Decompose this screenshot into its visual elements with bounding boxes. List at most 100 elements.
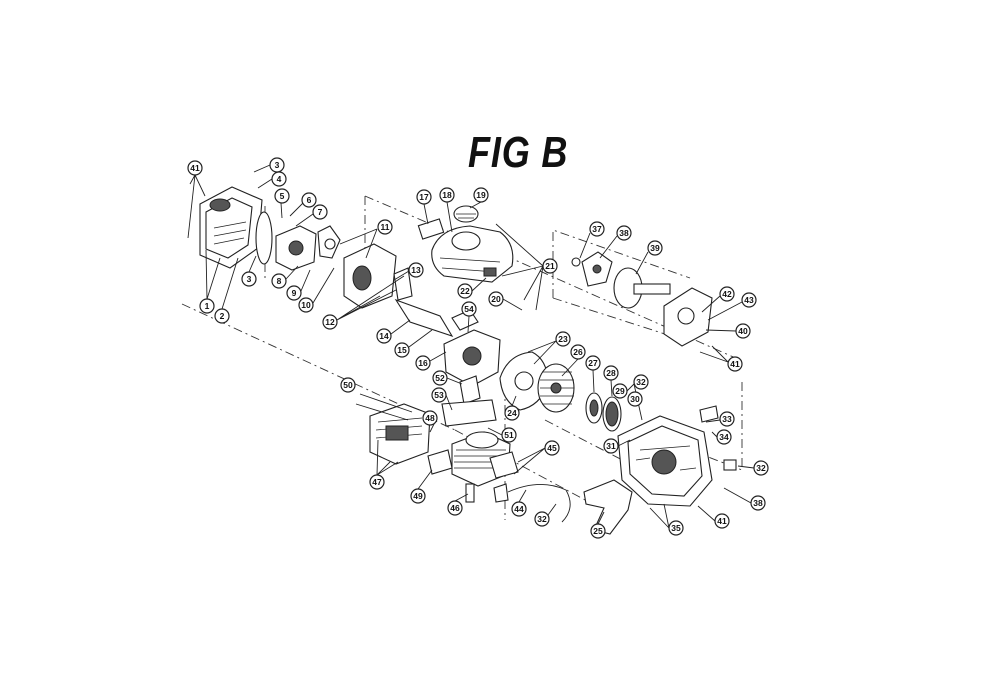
callout-7: 7 [312,204,328,220]
callout-48: 48 [422,410,438,426]
callout-label: 26 [573,347,583,357]
callout-label: 9 [292,288,297,298]
callout-42: 42 [719,286,735,302]
callout-circle [286,285,302,301]
callout-label: 24 [507,408,517,418]
callout-32: 32 [633,374,649,390]
callout-label: 38 [753,498,763,508]
callout-circle [322,314,338,330]
callout-label: 50 [343,380,353,390]
callout-15: 15 [394,342,410,358]
callout-1: 1 [199,298,215,314]
callout-circle [408,262,424,278]
mounting-bracket [583,479,633,535]
callout-circle [741,292,757,308]
callout-10: 10 [298,297,314,313]
callout-label: 42 [722,289,732,299]
callout-circle [633,374,649,390]
callout-circle [473,187,489,203]
callout-label: 12 [325,317,335,327]
callout-12: 12 [322,314,338,330]
carburetor [275,225,413,309]
callout-label: 20 [491,294,501,304]
callout-label: 51 [504,430,514,440]
callout-circle [714,513,730,529]
callout-25: 25 [590,523,606,539]
callout-label: 38 [619,228,629,238]
callout-circle [668,520,684,536]
flywheel [499,351,622,432]
callout-label: 32 [756,463,766,473]
callout-label: 23 [558,334,568,344]
callout-circle [647,240,663,256]
callout-label: 10 [301,300,311,310]
callout-34: 34 [716,429,732,445]
callout-circle [534,511,550,527]
callout-49: 49 [410,488,426,504]
callout-label: 2 [220,311,225,321]
callout-circle [544,440,560,456]
callout-label: 11 [381,222,390,232]
callout-label: 48 [425,413,435,423]
callout-label: 7 [318,207,323,217]
callout-14: 14 [376,328,392,344]
callout-54: 54 [461,301,477,317]
callout-label: 41 [190,163,200,173]
callout-circle [735,323,751,339]
callout-label: 41 [730,359,740,369]
callout-circle [719,411,735,427]
callout-3: 3 [241,271,257,287]
callout-circle [312,204,328,220]
callout-circle [719,286,735,302]
callout-circle [369,474,385,490]
muffler [355,393,453,475]
callout-41: 41 [727,356,743,372]
callout-circle [603,365,619,381]
callout-47: 47 [369,474,385,490]
callout-circle [376,328,392,344]
ignition-wire [493,483,571,523]
callout-29: 29 [612,383,628,399]
callout-19: 19 [473,187,489,203]
callout-circle [416,189,432,205]
callout-label: 43 [744,295,754,305]
callout-32: 32 [534,511,550,527]
callout-circle [214,308,230,324]
callout-label: 21 [545,261,555,271]
callout-6: 6 [301,192,317,208]
callout-41: 41 [714,513,730,529]
callout-27: 27 [585,355,601,371]
callout-circle [511,501,527,517]
callout-circle [627,391,643,407]
callout-circle [439,187,455,203]
callout-4: 4 [271,171,287,187]
callout-label: 47 [372,477,382,487]
callout-circle [377,219,393,235]
callout-53: 53 [431,387,447,403]
callout-circle [616,225,632,241]
callout-39: 39 [647,240,663,256]
callout-circle [422,410,438,426]
callout-circle [301,192,317,208]
callout-circle [187,160,203,176]
callout-circle [271,171,287,187]
callout-33: 33 [719,411,735,427]
callout-circle [199,298,215,314]
callout-35: 35 [668,520,684,536]
callout-label: 3 [247,274,252,284]
callout-23: 23 [555,331,571,347]
callout-circle [447,500,463,516]
callout-37: 37 [589,221,605,237]
callout-label: 46 [450,503,460,513]
clutch-drum [571,251,713,347]
callout-label: 39 [650,243,660,253]
cylinder [441,375,519,503]
callout-label: 53 [434,390,444,400]
callout-circle [431,387,447,403]
callout-43: 43 [741,292,757,308]
callout-22: 22 [457,283,473,299]
callout-circle [753,460,769,476]
callout-label: 40 [738,326,748,336]
callout-circle [298,297,314,313]
